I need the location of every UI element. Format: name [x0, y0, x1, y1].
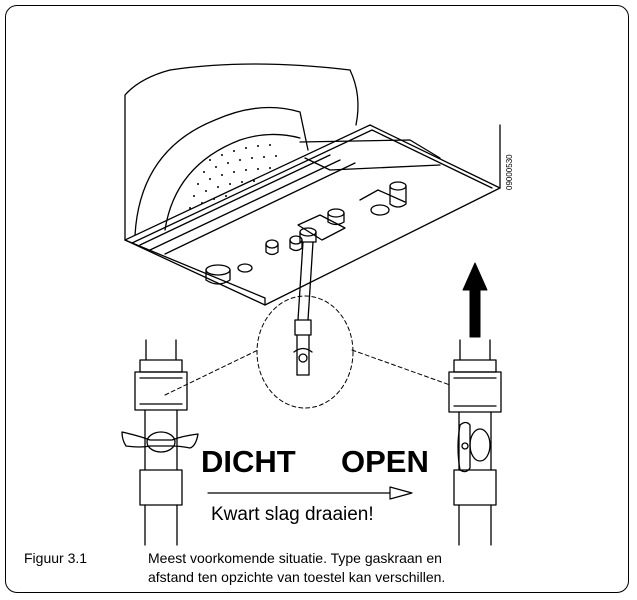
boiler-unit [124, 63, 501, 306]
drawing-number: 09000530 [505, 154, 514, 190]
quarter-turn-arrow [207, 486, 413, 500]
fan-perforation [189, 144, 277, 209]
label-open: OPEN [341, 444, 429, 479]
label-closed: DICHT [201, 444, 296, 479]
figure-frame [5, 5, 629, 593]
valve-closed-detail [121, 339, 199, 546]
caption-line-2: afstand ten opzichte van toestel kan ver… [148, 569, 446, 585]
gas-pipe [293, 227, 317, 376]
instruction-text: Kwart slag draaien! [211, 504, 374, 525]
caption-number: Figuur 3.1 [24, 550, 88, 566]
detail-callout [164, 295, 451, 409]
caption-line-1: Meest voorkomende situatie. Type gaskraa… [148, 550, 442, 566]
connection-stubs [205, 181, 407, 285]
flow-direction-arrow [462, 262, 488, 338]
valve-open-detail [448, 339, 502, 546]
